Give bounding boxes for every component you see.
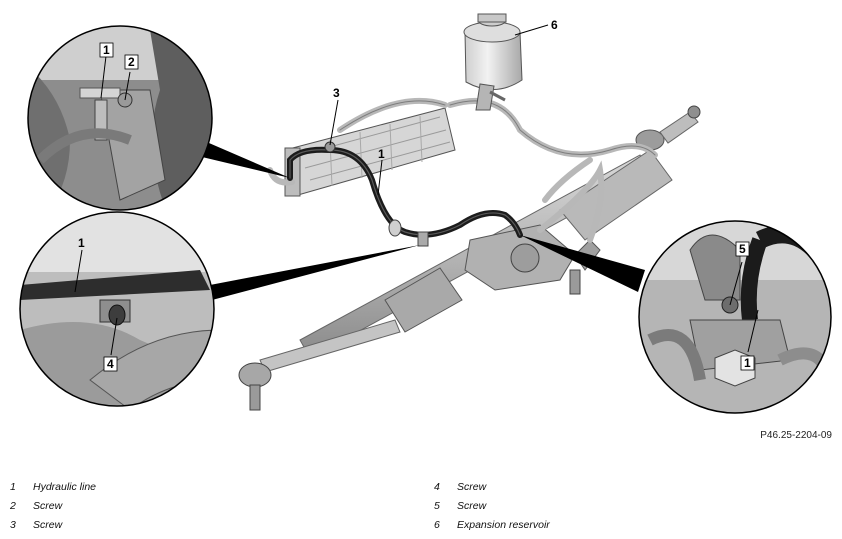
legend-label: Screw [457,481,487,493]
detail-view-right: 5 1 [638,220,832,414]
legend-number: 5 [434,500,440,512]
callout-6: 6 [551,18,558,32]
legend-number: 4 [434,481,440,493]
detail-right-callout-1: 1 [744,356,751,370]
screw-3-marker [324,141,336,153]
legend-label: Hydraulic line [33,481,97,493]
detail-mid-callout-1: 1 [78,236,85,250]
legend-label: Screw [457,500,487,512]
expansion-reservoir [463,13,523,111]
pointer-right-detail [520,235,645,292]
figure-code: P46.25-2204-09 [760,430,832,441]
legend-number: 2 [10,500,16,512]
legend: 1 Hydraulic line 2 Screw 3 Screw 4 Screw… [0,478,842,538]
detail-view-middle: 1 4 [19,211,215,407]
legend-label: Expansion reservoir [457,519,550,531]
legend-number: 3 [10,519,16,531]
detail-top-callout-1: 1 [103,43,110,57]
detail-top-callout-2: 2 [128,55,135,69]
legend-number: 1 [10,481,16,493]
callout-1: 1 [378,147,385,161]
legend-label: Screw [33,519,63,531]
callout-3: 3 [333,86,340,100]
detail-right-callout-5: 5 [739,242,746,256]
legend-number: 6 [434,519,440,531]
main-assembly: 3 1 6 [238,13,701,411]
detail-mid-callout-4: 4 [107,357,114,371]
pointer-mid-detail [210,245,420,300]
detail-view-top: 1 2 [27,25,213,211]
legend-label: Screw [33,500,63,512]
pointer-top-detail [202,140,290,178]
tie-rod-left [238,319,401,411]
